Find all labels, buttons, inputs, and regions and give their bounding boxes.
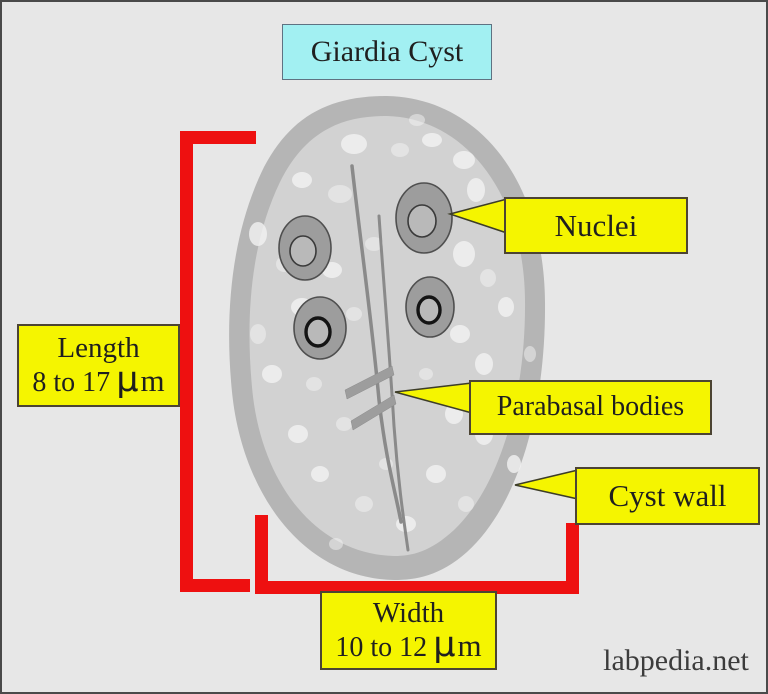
nucleus [278,215,332,281]
nucleus [395,182,453,254]
cyst-cell [229,96,546,580]
length-bracket [180,131,256,592]
nuclei-label-text: Nuclei [554,207,638,243]
length-label-name: Length [57,331,140,364]
parabasal-bodies-label: Parabasal bodies [469,380,712,435]
watermark: labpedia.net [603,644,749,677]
nucleus [405,276,455,338]
cyst-wall-label-text: Cyst wall [608,478,727,514]
axoneme-line [350,164,403,524]
nuclei-label: Nuclei [504,197,688,254]
cyst-wall-label: Cyst wall [575,467,760,525]
parabasal-body [350,394,397,431]
axoneme-line [377,214,410,552]
width-bracket [255,515,579,594]
parabasal-bodies-label-text: Parabasal bodies [496,391,685,423]
width-label-name: Width [372,596,445,629]
diagram-title: Giardia Cyst [282,24,492,80]
cyst-wall-pointer [514,468,579,500]
parabasal-body [344,365,395,400]
nucleus [293,296,347,360]
diagram-title-text: Giardia Cyst [310,34,464,68]
cytoplasm-texture [249,114,536,550]
